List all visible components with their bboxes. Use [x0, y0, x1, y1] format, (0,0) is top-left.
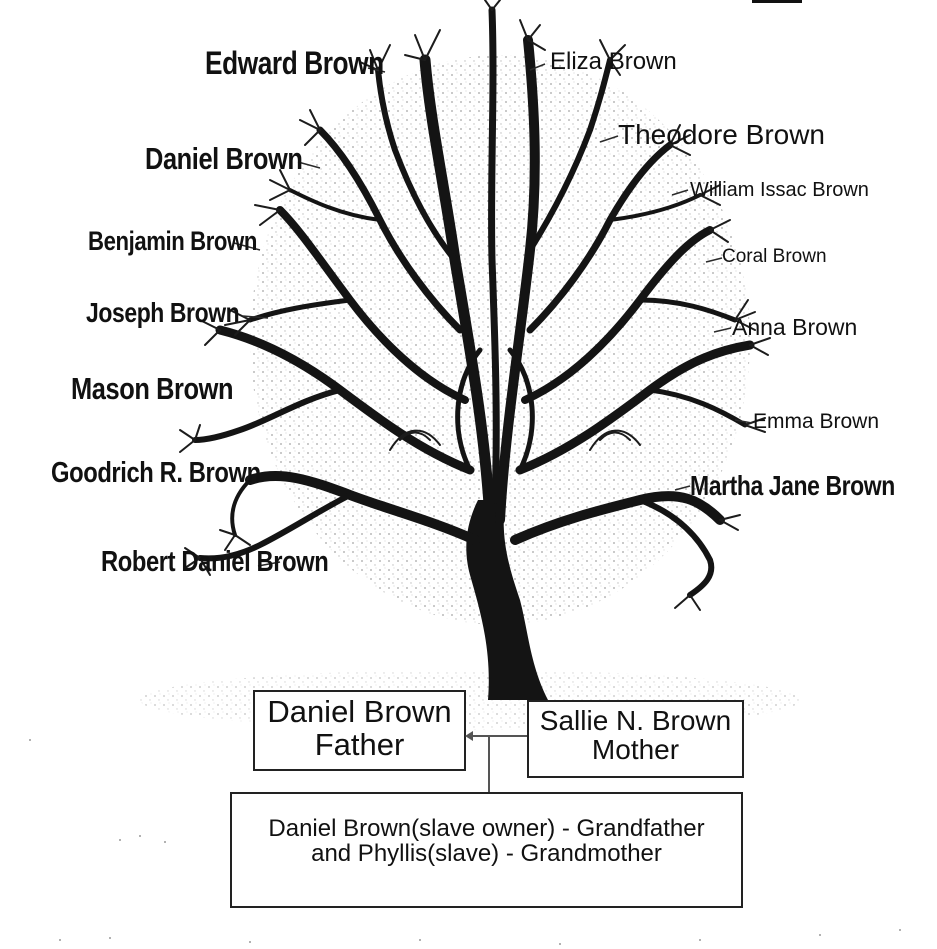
grandparents-connector-line: [488, 736, 490, 794]
child-label-daniel-brown: Daniel Brown: [145, 141, 303, 176]
child-label-coral-brown: Coral Brown: [722, 246, 827, 267]
father-box: Daniel Brown Father: [253, 690, 466, 771]
mother-box: Sallie N. Brown Mother: [527, 700, 744, 778]
scan-noise: [29, 739, 901, 945]
child-label-martha-jane-brown: Martha Jane Brown: [690, 470, 895, 501]
label-leaders: [233, 63, 753, 567]
father-name: Daniel Brown: [267, 694, 452, 729]
child-label-mason-brown: Mason Brown: [71, 371, 234, 406]
child-label-anna-brown: Anna Brown: [732, 314, 858, 340]
child-label-joseph-brown: Joseph Brown: [86, 297, 240, 328]
grandparents-line-1: Daniel Brown(slave owner) - Grandfather: [268, 815, 705, 842]
child-label-edward-brown: Edward Brown: [205, 45, 384, 81]
father-role: Father: [314, 726, 405, 762]
tree-twigs: [179, 0, 771, 611]
corner-mark: [752, 0, 802, 3]
grandparents-box: Daniel Brown(slave owner) - Grandfather …: [230, 792, 743, 908]
child-label-eliza-brown: Eliza Brown: [550, 48, 677, 75]
child-label-benjamin-brown: Benjamin Brown: [88, 226, 257, 256]
grandparents-line-2: and Phyllis(slave) - Grandmother: [311, 840, 662, 868]
mother-role: Mother: [591, 734, 680, 766]
child-label-emma-brown: Emma Brown: [753, 410, 880, 433]
child-label-robert-daniel-brown: Robert Daniel Brown: [101, 546, 329, 578]
tree-branches: [192, 6, 755, 598]
parents-connector-line: [472, 735, 527, 737]
child-label-goodrich-r-brown: Goodrich R. Brown: [51, 457, 261, 489]
child-label-william-issac-brown: William Issac Brown: [690, 179, 869, 201]
child-label-theodore-brown: Theodore Brown: [618, 119, 826, 150]
mother-name: Sallie N. Brown: [539, 705, 732, 736]
tree-trunk: [466, 500, 548, 700]
arrow-left-icon: [465, 731, 473, 741]
